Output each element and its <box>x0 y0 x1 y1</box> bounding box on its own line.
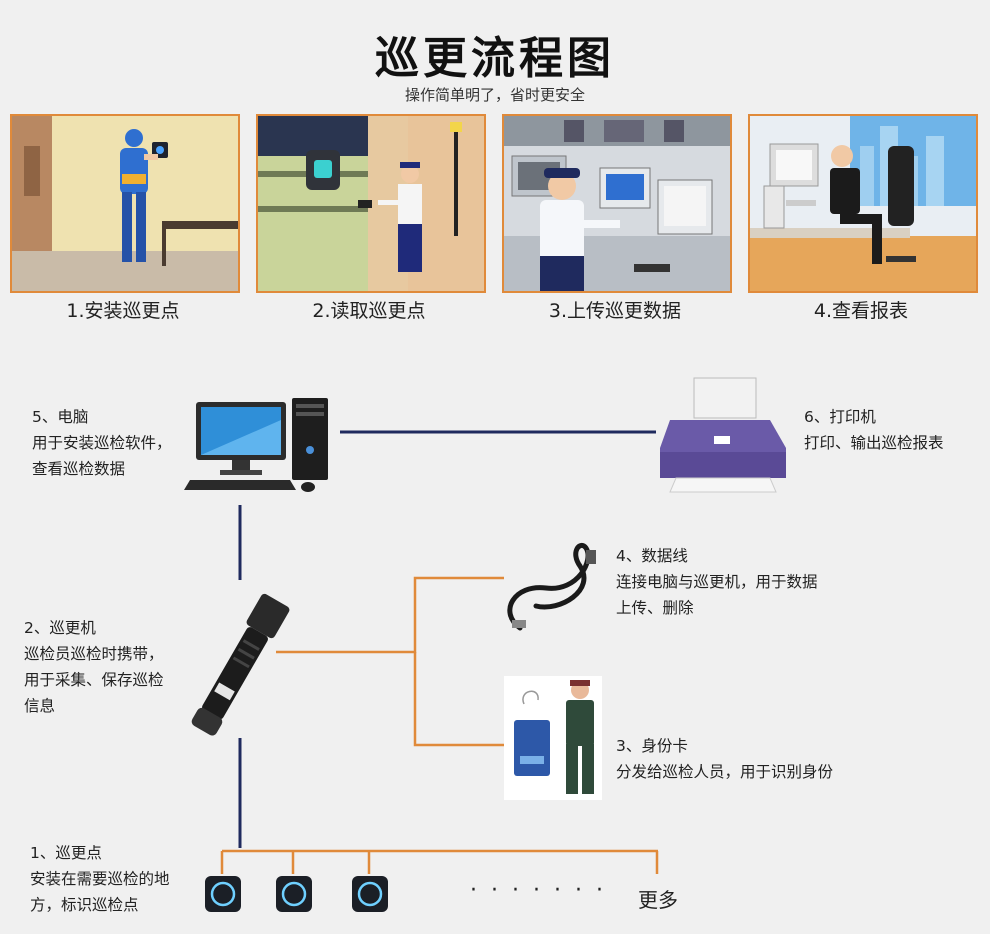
patrol-reader-icon <box>191 593 290 736</box>
points-line-2: 方，标识巡检点 <box>30 896 139 914</box>
step-label-upload: 3.上传巡更数据 <box>548 300 682 322</box>
printer-line-1: 打印、输出巡检报表 <box>804 434 944 452</box>
read-point-illustration <box>258 116 484 291</box>
page-title: 巡更流程图 <box>375 33 615 84</box>
step-panel-install <box>10 114 240 293</box>
view-report-illustration <box>750 116 976 291</box>
data-cable-icon <box>507 543 596 631</box>
install-point-illustration <box>12 116 238 291</box>
step-label-report: 4.查看报表 <box>813 300 909 322</box>
points-description: 1、巡更点 安装在需要巡检的地 方，标识巡检点 <box>30 840 170 918</box>
cable-line-1: 连接电脑与巡更机，用于数据 <box>616 573 818 591</box>
reader-card-link <box>413 652 504 747</box>
reader-title: 2、巡更机 <box>24 619 96 637</box>
patrol-point-icon-3 <box>352 876 388 912</box>
cable-line-2: 上传、删除 <box>616 599 694 617</box>
step-label-read: 2.读取巡更点 <box>312 300 426 322</box>
idcard-description: 3、身份卡 分发给巡检人员，用于识别身份 <box>616 733 833 785</box>
printer-title: 6、打印机 <box>804 408 876 426</box>
step-panel-upload <box>502 114 732 293</box>
printer-description: 6、打印机 打印、输出巡检报表 <box>804 404 944 456</box>
more-label: 更多 <box>638 888 678 912</box>
idcard-title: 3、身份卡 <box>616 737 688 755</box>
cable-title: 4、数据线 <box>616 547 688 565</box>
points-line-1: 安装在需要巡检的地 <box>30 870 170 888</box>
upload-data-illustration <box>504 116 730 291</box>
points-title: 1、巡更点 <box>30 844 102 862</box>
page-subtitle: 操作简单明了，省时更安全 <box>404 86 585 104</box>
computer-description: 5、电脑 用于安装巡检软件， 查看巡检数据 <box>32 404 172 482</box>
step-panel-report <box>748 114 978 293</box>
computer-title: 5、电脑 <box>32 408 89 426</box>
step-panel-read <box>256 114 486 293</box>
printer-icon <box>660 377 786 493</box>
computer-line-1: 用于安装巡检软件， <box>32 434 172 452</box>
reader-line-1: 巡检员巡检时携带， <box>24 645 164 663</box>
computer-line-2: 查看巡检数据 <box>32 460 126 478</box>
more-ellipsis: ······· <box>470 878 617 903</box>
reader-cable-link <box>276 576 504 654</box>
computer-icon <box>184 398 328 492</box>
cable-description: 4、数据线 连接电脑与巡更机，用于数据 上传、删除 <box>616 543 818 621</box>
patrol-point-icon-2 <box>276 876 312 912</box>
reader-description: 2、巡更机 巡检员巡检时携带， 用于采集、保存巡检 信息 <box>24 615 164 719</box>
patrol-point-icon-1 <box>205 876 241 912</box>
reader-line-2: 用于采集、保存巡检 <box>24 671 164 689</box>
id-card-icon <box>504 676 602 800</box>
system-diagram <box>184 377 786 912</box>
step-label-install: 1.安装巡更点 <box>66 300 180 322</box>
idcard-line-1: 分发给巡检人员，用于识别身份 <box>616 763 834 781</box>
reader-line-3: 信息 <box>24 697 56 715</box>
